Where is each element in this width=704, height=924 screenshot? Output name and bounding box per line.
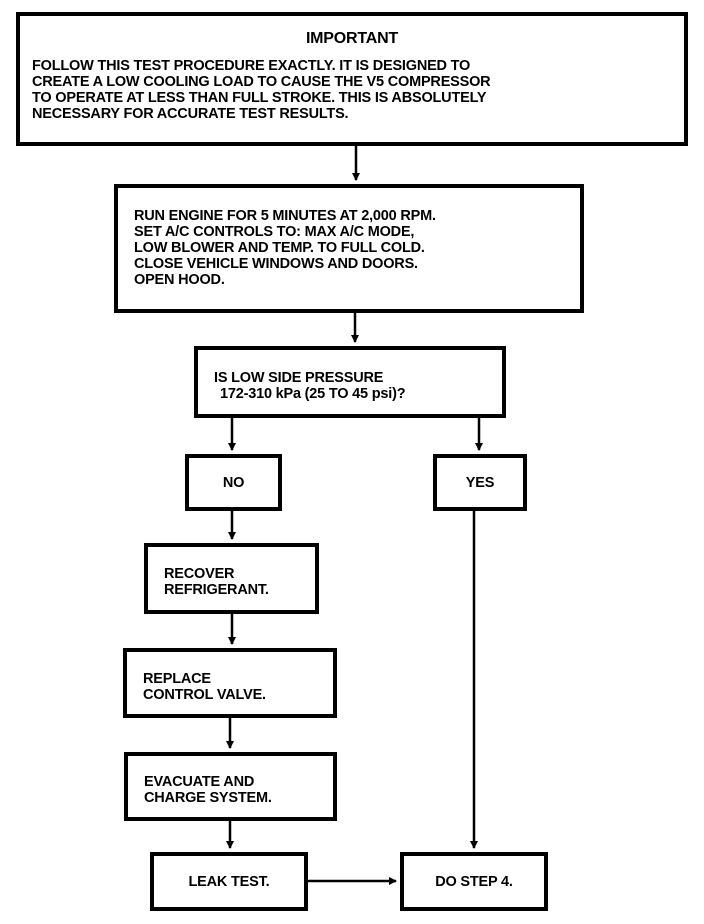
recover-text: RECOVER REFRIGERANT. (164, 566, 269, 598)
no-answer-box: NO (185, 454, 282, 511)
replace-line-1: REPLACE (143, 671, 211, 687)
run-engine-line: SET A/C CONTROLS TO: MAX A/C MODE, (134, 224, 415, 240)
important-title: IMPORTANT (305, 30, 399, 47)
run-engine-step-box: RUN ENGINE FOR 5 MINUTES AT 2,000 RPM. S… (114, 184, 584, 313)
replace-line-2: CONTROL VALVE. (143, 687, 266, 703)
yes-answer-box: YES (433, 454, 527, 511)
important-line: TO OPERATE AT LESS THAN FULL STROKE. THI… (32, 90, 487, 106)
run-engine-line: LOW BLOWER AND TEMP. TO FULL COLD. (134, 240, 425, 256)
question-line-1: IS LOW SIDE PRESSURE (214, 370, 384, 386)
evacuate-text: EVACUATE AND CHARGE SYSTEM. (144, 774, 272, 806)
important-line: CREATE A LOW COOLING LOAD TO CAUSE THE V… (32, 74, 491, 90)
important-line: NECESSARY FOR ACCURATE TEST RESULTS. (32, 106, 349, 122)
replace-text: REPLACE CONTROL VALVE. (143, 671, 266, 703)
run-engine-line: OPEN HOOD. (134, 272, 225, 288)
step-4-label: DO STEP 4. (435, 873, 513, 890)
leak-test-label: LEAK TEST. (188, 873, 270, 890)
recover-refrigerant-box: RECOVER REFRIGERANT. (144, 543, 319, 614)
pressure-question-text: IS LOW SIDE PRESSURE 172-310 kPa (25 TO … (214, 370, 406, 402)
question-line-2: 172-310 kPa (25 TO 45 psi)? (220, 386, 406, 402)
run-engine-text: RUN ENGINE FOR 5 MINUTES AT 2,000 RPM. S… (134, 208, 436, 288)
recover-line-2: REFRIGERANT. (164, 582, 269, 598)
run-engine-line: CLOSE VEHICLE WINDOWS AND DOORS. (134, 256, 418, 272)
evacuate-line-2: CHARGE SYSTEM. (144, 790, 272, 806)
no-label: NO (222, 474, 245, 491)
pressure-question-box: IS LOW SIDE PRESSURE 172-310 kPa (25 TO … (194, 346, 506, 418)
recover-line-1: RECOVER (164, 566, 235, 582)
yes-label: YES (465, 474, 495, 491)
leak-test-box: LEAK TEST. (150, 852, 308, 911)
evacuate-charge-box: EVACUATE AND CHARGE SYSTEM. (124, 752, 337, 821)
important-text: FOLLOW THIS TEST PROCEDURE EXACTLY. IT I… (32, 58, 491, 122)
do-step-4-box: DO STEP 4. (400, 852, 548, 911)
replace-control-valve-box: REPLACE CONTROL VALVE. (123, 648, 337, 718)
run-engine-line: RUN ENGINE FOR 5 MINUTES AT 2,000 RPM. (134, 208, 436, 224)
important-notice-box: IMPORTANT FOLLOW THIS TEST PROCEDURE EXA… (16, 12, 688, 146)
evacuate-line-1: EVACUATE AND (144, 774, 255, 790)
important-line: FOLLOW THIS TEST PROCEDURE EXACTLY. IT I… (32, 58, 471, 74)
